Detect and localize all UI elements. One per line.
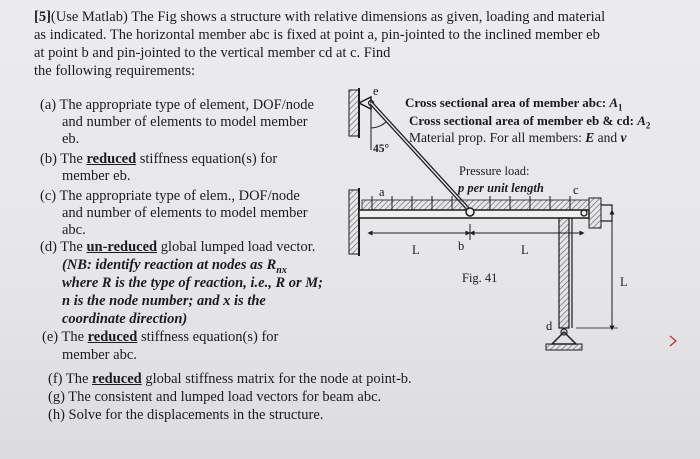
point-a-label: a xyxy=(379,185,385,199)
intro-line-4: the following requirements: xyxy=(34,63,196,79)
area-ebcd-sub: 2 xyxy=(645,120,651,131)
item-a-line-3: eb. xyxy=(62,131,80,147)
note-text: (NB: identify reaction at nodes as R xyxy=(62,257,277,273)
point-e-label: e xyxy=(373,84,379,98)
joint-d xyxy=(560,328,568,336)
item-e-prefix: (e) The xyxy=(42,329,84,345)
item-c-line-2: and number of elements to model member xyxy=(62,205,308,221)
area-abc-symbol: A xyxy=(609,95,619,110)
item-e-suffix: stiffness equation(s) for xyxy=(140,329,279,345)
item-e-line-2: member abc. xyxy=(62,347,137,363)
figure-label: Fig. 41 xyxy=(462,271,498,285)
dim-bc-label: L xyxy=(521,243,529,257)
accent-mark xyxy=(669,335,677,347)
point-b-label: b xyxy=(458,239,465,253)
point-d-label: d xyxy=(546,319,553,333)
intro-line-3: at point b and pin-jointed to the vertic… xyxy=(34,45,391,61)
dim-cd-label: L xyxy=(620,275,628,289)
problem-number: [5] xyxy=(34,9,51,25)
item-d-line-1: (d) The un-reduced global lumped load ve… xyxy=(40,240,315,255)
pin-support-d xyxy=(550,330,578,345)
item-b-line-1: (b) The reduced stiffness equation(s) fo… xyxy=(40,152,277,167)
joint-c xyxy=(580,209,588,217)
intro-line-1: [5](Use Matlab) The Fig shows a structur… xyxy=(34,10,605,25)
area-ebcd-label: Cross sectional area of member eb & cd: … xyxy=(409,114,650,131)
item-d-note-3: n is the node number; and x is the xyxy=(62,293,266,309)
wall-support-e xyxy=(348,89,360,137)
dim-ab-label: L xyxy=(412,243,420,257)
item-a-line-1: (a) The appropriate type of element, DOF… xyxy=(40,97,314,113)
item-h: (h) Solve for the displacements in the s… xyxy=(48,407,324,423)
note-subscript: nx xyxy=(276,264,287,276)
item-f: (f) The reduced global stiffness matrix … xyxy=(48,372,412,387)
area-abc-prefix: Cross sectional area of member abc: xyxy=(405,95,607,110)
item-f-suffix: global stiffness matrix for the node at … xyxy=(145,371,412,387)
pressure-load xyxy=(361,199,590,211)
item-b-line-2: member eb. xyxy=(62,168,131,184)
item-e-emph: reduced xyxy=(87,329,138,345)
item-f-prefix: (f) The xyxy=(48,371,89,387)
point-c-label: c xyxy=(573,183,579,197)
item-c-line-3: abc. xyxy=(62,222,86,238)
item-d-suffix: global lumped load vector. xyxy=(160,239,316,255)
member-cd xyxy=(558,217,570,329)
area-ebcd-symbol: A xyxy=(637,113,646,128)
load-arrows xyxy=(371,196,571,210)
material-E: E xyxy=(585,130,595,145)
hinge-block-c xyxy=(588,197,602,229)
item-f-emph: reduced xyxy=(92,371,142,387)
item-a-line-2: and number of elements to model member xyxy=(62,114,308,130)
area-abc-label: Cross sectional area of member abc: A1 xyxy=(405,96,623,113)
item-d-note-1: (NB: identify reaction at nodes as Rnx xyxy=(62,258,287,276)
material-label: Material prop. For all members: E and ν xyxy=(409,131,626,145)
wall-support-a xyxy=(348,189,360,255)
item-c-line-1: (c) The appropriate type of elem., DOF/n… xyxy=(40,188,300,204)
material-nu: ν xyxy=(620,130,627,145)
intro-text-1: (Use Matlab) The Fig shows a structure w… xyxy=(50,9,606,25)
material-text: Material prop. For all members: xyxy=(409,130,582,145)
intro-line-2: as indicated. The horizontal member abc … xyxy=(34,27,600,43)
area-ebcd-prefix: Cross sectional area of member eb & cd: xyxy=(409,113,634,128)
item-d-note-2: where R is the type of reaction, i.e., R… xyxy=(62,275,323,291)
item-e-line-1: (e) The reduced stiffness equation(s) fo… xyxy=(42,330,278,345)
joint-b xyxy=(465,207,475,217)
item-b-emph: reduced xyxy=(86,151,137,167)
load-text: p per unit length xyxy=(458,181,544,195)
pin-e xyxy=(357,95,372,111)
item-d-emph: un-reduced xyxy=(86,239,158,255)
material-and: and xyxy=(597,130,618,145)
load-title: Pressure load: xyxy=(459,164,530,178)
angle-label: 45° xyxy=(373,143,390,155)
item-b-suffix: stiffness equation(s) for xyxy=(139,151,278,167)
item-d-note-4: coordinate direction) xyxy=(62,311,188,327)
item-d-prefix: (d) The xyxy=(40,239,83,255)
item-b-prefix: (b) The xyxy=(40,151,83,167)
item-g: (g) The consistent and lumped load vecto… xyxy=(48,389,382,405)
area-abc-sub: 1 xyxy=(618,102,623,113)
